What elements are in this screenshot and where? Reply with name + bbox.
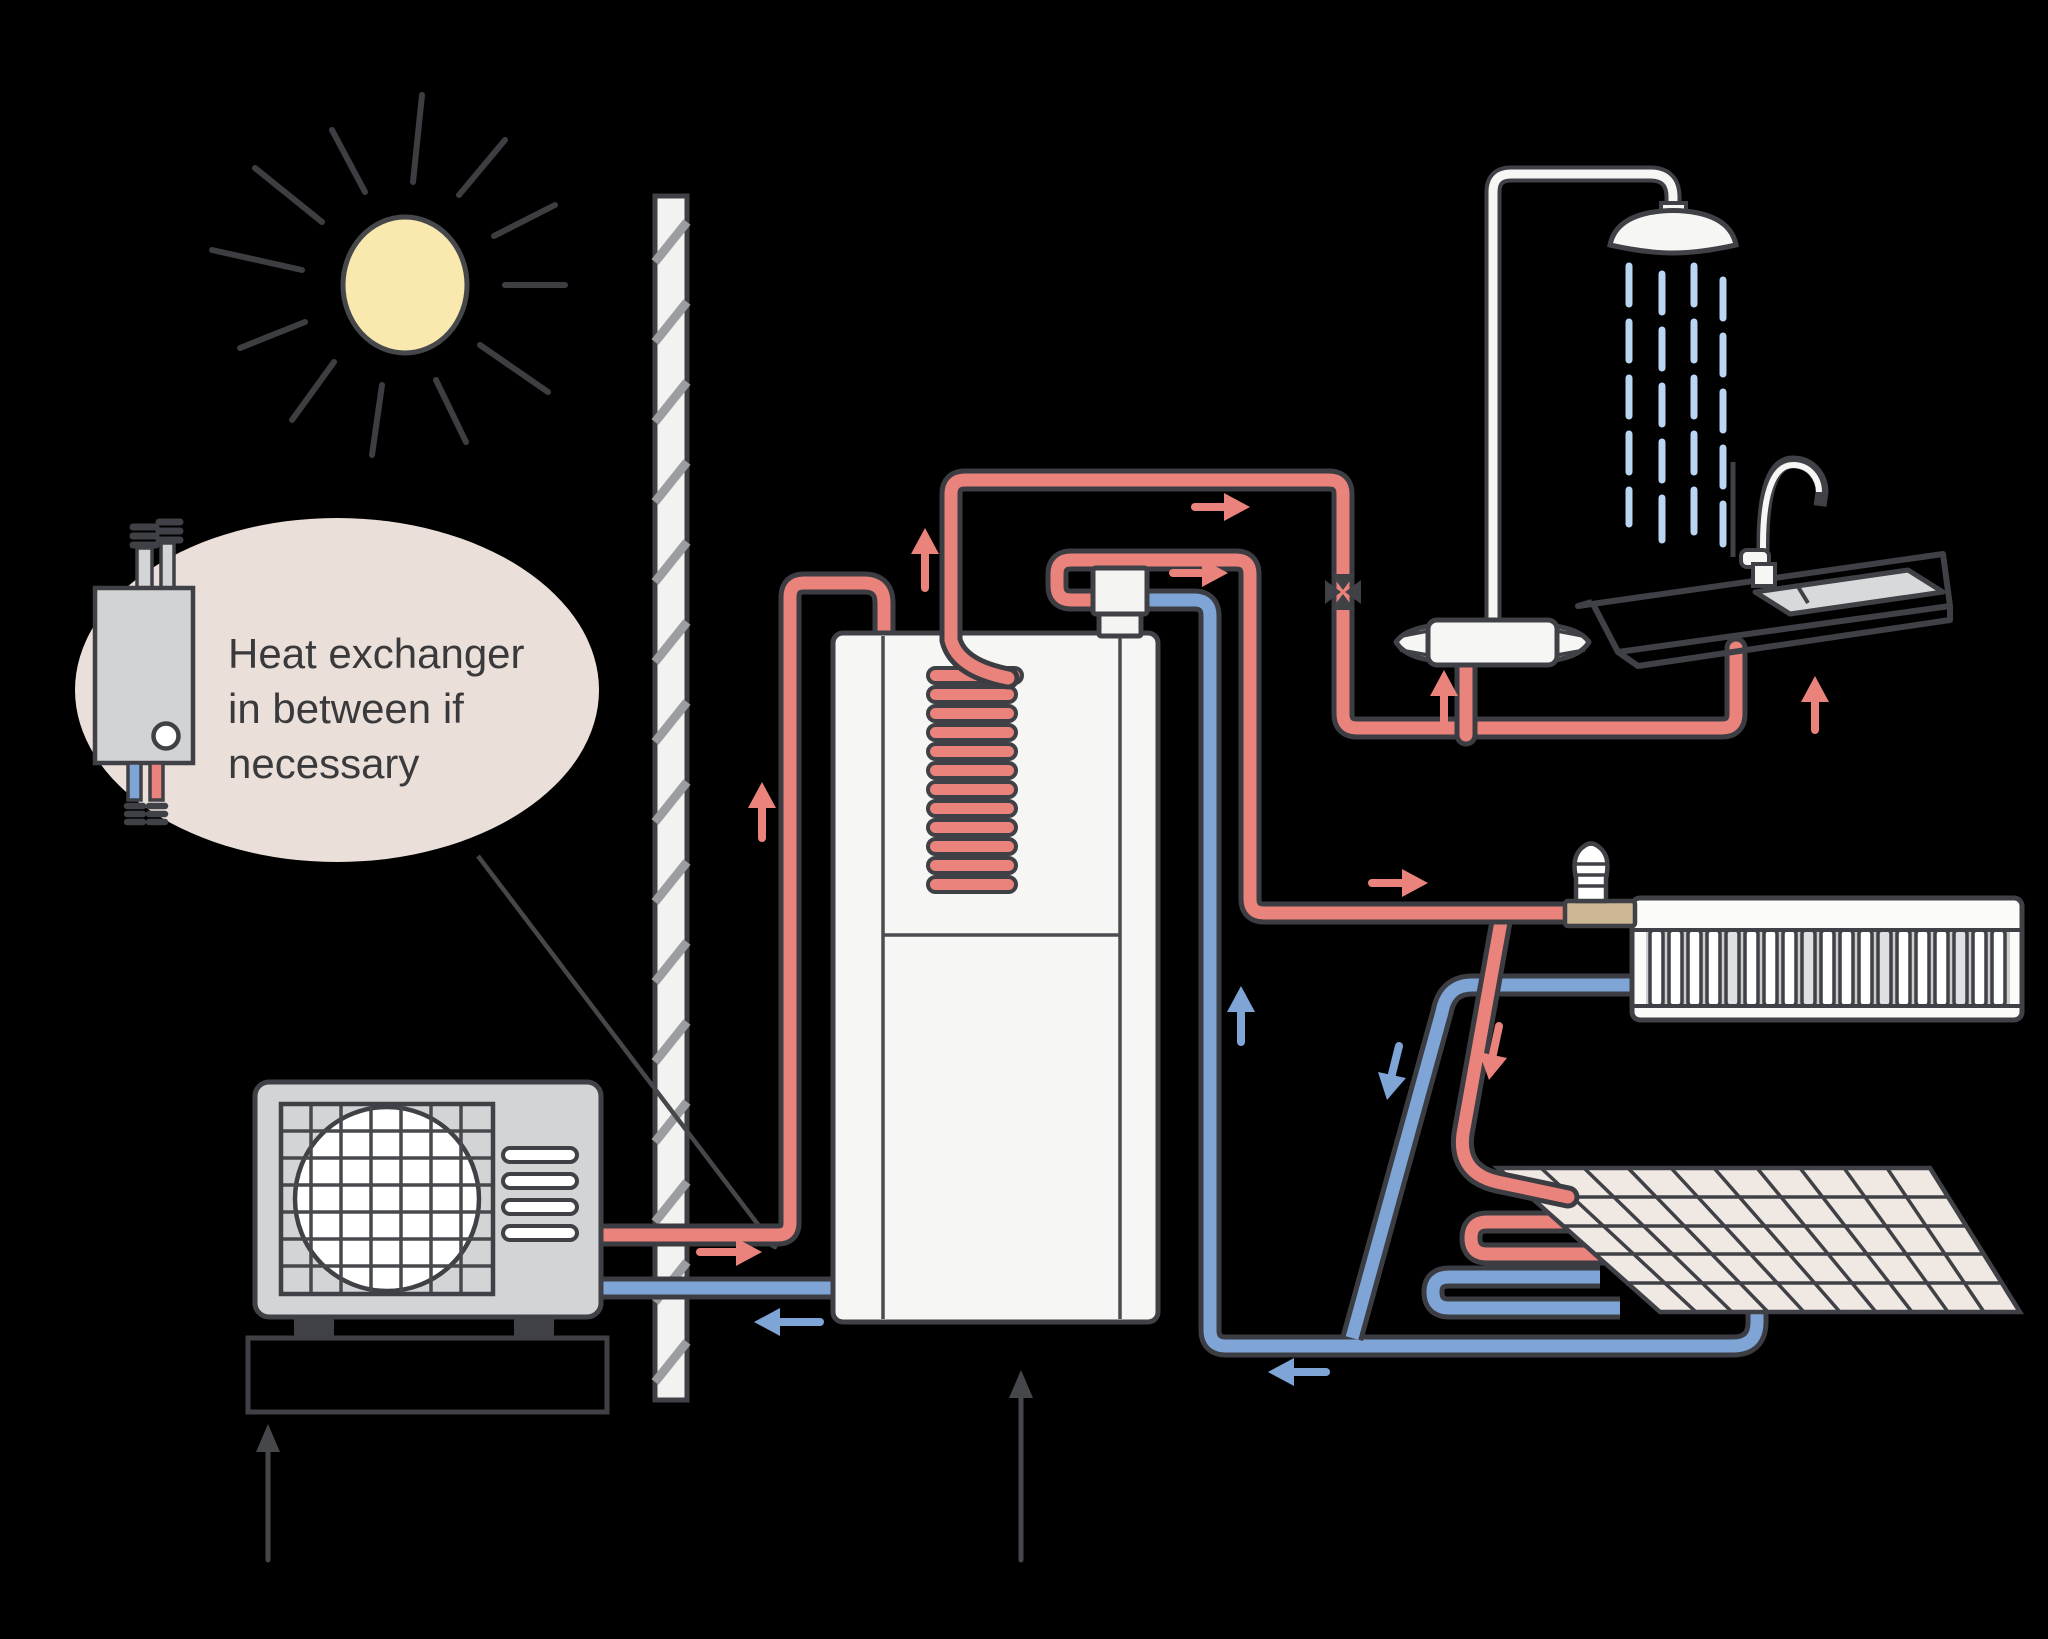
arrow-hot-up-riser xyxy=(748,782,776,842)
arrow-hot-right-heatpump xyxy=(696,1238,762,1266)
shower-mixer xyxy=(1393,617,1592,668)
sun-icon xyxy=(209,92,568,458)
arrow-hot-up-coil-outlet xyxy=(911,528,939,592)
fan-circle xyxy=(292,1104,482,1294)
hot-pipe-heatpump-to-tank xyxy=(601,571,896,1247)
sink-with-faucet xyxy=(1575,455,1953,669)
callout-text: Heat exchanger in between if necessary xyxy=(228,630,525,787)
arrow-dark-up-heatpump xyxy=(256,1424,280,1563)
shower-riser-pipe xyxy=(1484,165,1682,625)
concrete-pad xyxy=(245,1335,610,1415)
unit-foot-left xyxy=(294,1317,334,1337)
hot-pipe-heating-supply xyxy=(1045,548,1575,925)
cross-valve-icon xyxy=(1325,574,1361,610)
hot-pipe-floor-supply xyxy=(1451,904,1580,1209)
speech-bubble xyxy=(75,518,599,862)
immersion-coil xyxy=(926,666,1024,894)
radiator xyxy=(1629,895,2025,1023)
arrow-hot-right-dhw xyxy=(1191,493,1250,521)
hot-pipe-dhw xyxy=(939,468,1748,747)
callout-line-3: necessary xyxy=(228,740,419,787)
arrow-cold-down-radiator xyxy=(1378,1042,1406,1100)
tank-top-fitting xyxy=(1090,565,1150,639)
arrow-dark-up-tank xyxy=(1009,1370,1033,1563)
cold-pipe-floor-return xyxy=(1140,588,1769,1358)
arrow-cold-up-return xyxy=(1227,986,1255,1046)
arrow-hot-up-mixer xyxy=(1430,670,1458,726)
louver-vents xyxy=(501,1146,579,1242)
outdoor-heat-pump-unit xyxy=(245,1079,610,1415)
exterior-wall xyxy=(651,193,691,1403)
sun-disc xyxy=(340,214,470,356)
arrow-cold-left-heatpump xyxy=(754,1308,824,1336)
counter xyxy=(1575,551,1953,669)
hot-water-tank xyxy=(830,630,1161,1325)
arrow-hot-up-sink xyxy=(1801,676,1829,734)
underfloor-heating-tiles xyxy=(1492,1165,2025,1315)
shower-water-drops xyxy=(1625,262,1727,548)
arrow-cold-left-bottom xyxy=(1268,1358,1330,1386)
cold-pipe-floor-serpentine xyxy=(1421,1265,1620,1320)
fan-grille xyxy=(281,1104,493,1294)
sun-rays xyxy=(209,92,568,458)
callout-line-2: in between if xyxy=(228,685,464,732)
faucet-icon xyxy=(1739,455,1829,588)
thermostatic-radiator-valve xyxy=(1562,841,1638,929)
arrow-hot-right-radiator xyxy=(1368,869,1428,897)
unit-foot-right xyxy=(514,1317,554,1337)
arrow-hot-right-heating xyxy=(1169,559,1228,587)
sink-basin xyxy=(1752,567,1946,617)
arrow-hot-down-floor xyxy=(1479,1022,1507,1080)
shower xyxy=(1484,165,1739,625)
callout-line-1: Heat exchanger xyxy=(228,630,525,677)
thermostat-head-icon xyxy=(1572,841,1610,904)
hot-pipe-floor-serpentine xyxy=(1459,1210,1615,1266)
shower-head-icon xyxy=(1607,208,1739,256)
flow-arrows xyxy=(256,493,1829,1563)
heat-exchanger-callout: Heat exchanger in between if necessary xyxy=(75,518,778,1250)
heat-exchanger-unit-icon xyxy=(92,518,196,826)
cold-pipe-radiator-return xyxy=(1340,973,1640,1342)
callout-pointer-line xyxy=(476,854,774,1245)
